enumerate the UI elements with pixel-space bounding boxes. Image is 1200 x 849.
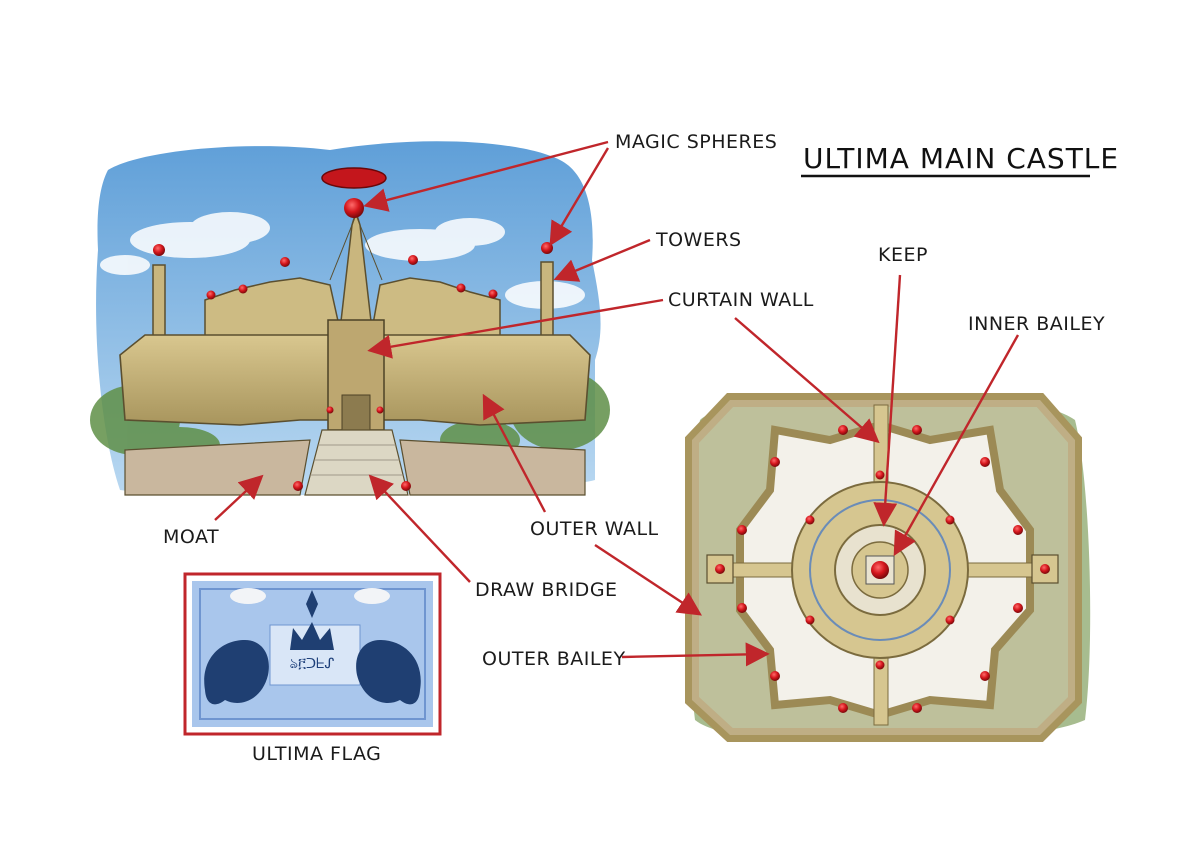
label-towers: TOWERS (655, 229, 742, 251)
label-keep: KEEP (878, 244, 928, 266)
red-orb-icon (541, 242, 553, 254)
arrow-inner-bailey (893, 334, 1020, 557)
flag-diamond (306, 590, 318, 618)
label-ultima-flag: ULTIMA FLAG (252, 743, 381, 765)
label-moat: MOAT (163, 526, 219, 548)
crown-and-griffins-emblem (290, 622, 334, 650)
red-orb-icon (838, 425, 848, 435)
labels: ULTIMA MAIN CASTLE MAGIC SPHERES TOWERS … (163, 131, 1119, 765)
label-magic-spheres: MAGIC SPHERES (615, 131, 777, 153)
red-orb-icon (344, 198, 364, 218)
red-orb-icon (838, 703, 848, 713)
arrow-draw-bridge (368, 474, 471, 583)
red-orb-icon (912, 425, 922, 435)
moat-right (399, 439, 586, 496)
red-orb-icon (945, 515, 955, 525)
red-orb-icon (206, 290, 216, 300)
flag-inscription: ঌ፫ᑐᖶᔑ (290, 656, 335, 672)
red-orb-icon (737, 603, 747, 613)
red-orb-icon (1013, 603, 1023, 613)
clouds (100, 212, 585, 309)
red-orb-icon (737, 525, 747, 535)
red-orb-icon (1040, 564, 1050, 574)
red-orb-icon (401, 481, 411, 491)
red-orb-icon (805, 515, 815, 525)
arrow-magic-spheres-1 (363, 140, 609, 212)
inner-towers (204, 277, 501, 346)
arrow-outer-bailey (621, 642, 770, 667)
leader-arrows (214, 140, 1020, 667)
red-orb-icon (912, 703, 922, 713)
red-orb-icon (408, 255, 418, 265)
red-orb-icon (871, 561, 889, 579)
top-magic-disc (321, 167, 387, 189)
red-orb-icon (980, 457, 990, 467)
label-outer-bailey: OUTER BAILEY (482, 648, 626, 670)
red-orb-icon (376, 406, 384, 414)
red-orb-icon (238, 284, 248, 294)
arrow-outer-wall-plan (594, 543, 703, 616)
arrow-moat (214, 474, 264, 521)
draw-bridge-shape (304, 429, 409, 496)
arrow-keep (873, 274, 902, 527)
red-orb-icon (1013, 525, 1023, 535)
left-griffin (204, 640, 269, 705)
red-orb-icon (293, 481, 303, 491)
plan-spheres (715, 425, 1050, 713)
red-orb-icon (326, 406, 334, 414)
ultima-flag: ঌ፫ᑐᖶᔑ (183, 572, 442, 736)
label-draw-bridge: DRAW BRIDGE (475, 579, 618, 601)
red-orb-icon (456, 283, 466, 293)
red-orb-icon (770, 671, 780, 681)
arrow-magic-spheres-2 (549, 147, 610, 247)
red-orb-icon (980, 671, 990, 681)
arrow-towers (553, 238, 651, 282)
arrow-curtain-wall (367, 298, 664, 359)
arrow-curtain-wall-plan (734, 317, 880, 444)
right-griffin (356, 640, 421, 705)
castle-front-view (90, 141, 610, 496)
red-orb-icon (945, 615, 955, 625)
page-title: ULTIMA MAIN CASTLE (803, 142, 1119, 175)
label-outer-wall: OUTER WALL (530, 518, 659, 540)
red-orb-icon (875, 660, 885, 670)
red-orb-icon (280, 257, 290, 267)
red-orb-icon (875, 470, 885, 480)
red-orb-icon (770, 457, 780, 467)
red-orb-icon (805, 615, 815, 625)
moat-left (124, 439, 311, 496)
red-orb-icon (153, 244, 165, 256)
label-curtain-wall: CURTAIN WALL (668, 289, 814, 311)
red-orb-icon (715, 564, 725, 574)
arrow-outer-wall-front (482, 393, 547, 513)
left-tower (152, 264, 166, 346)
red-orb-icon (488, 289, 498, 299)
label-inner-bailey: INNER BAILEY (968, 313, 1105, 335)
